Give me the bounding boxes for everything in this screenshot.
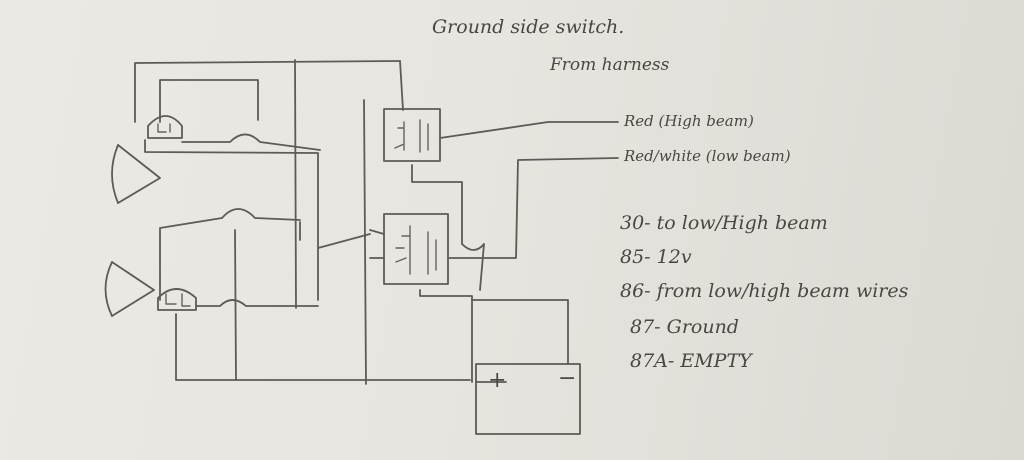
diagram-title: Ground side switch. (432, 16, 625, 38)
wire-label-red: Red (High beam) (624, 112, 754, 130)
wire-runs (134, 59, 619, 385)
wire-label-red-white: Red/white (low beam) (624, 147, 791, 165)
pin-85-description: 85- 12v (620, 246, 692, 268)
relay-upper (383, 108, 441, 162)
battery (475, 363, 581, 435)
headlight-upper (111, 144, 161, 204)
pin-87a-description: 87A- EMPTY (630, 350, 752, 372)
battery-positive-label: + (488, 368, 507, 393)
headlight-lower (104, 261, 155, 317)
battery-negative-label: − (558, 366, 577, 391)
pin-86-description: 86- from low/high beam wires (620, 280, 909, 302)
pin-87-description: 87- Ground (630, 316, 739, 338)
diagram-subtitle: From harness (550, 55, 670, 75)
connector-plug-upper (147, 115, 183, 139)
connector-plug-lower (157, 288, 197, 311)
relay-lower (383, 213, 449, 285)
pin-30-description: 30- to low/High beam (620, 212, 828, 234)
